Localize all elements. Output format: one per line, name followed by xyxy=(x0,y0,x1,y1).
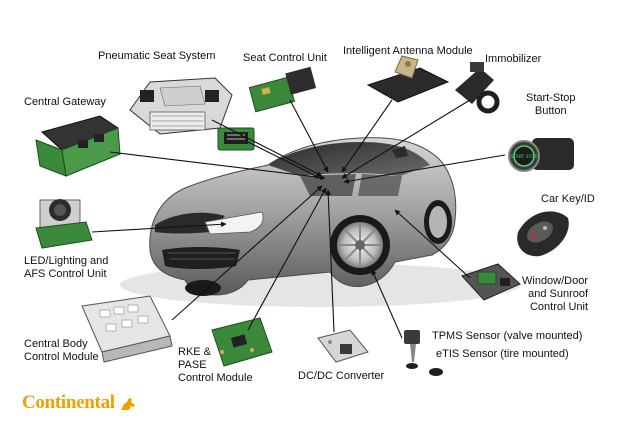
start-stop-button-image: START STOP xyxy=(508,138,574,172)
continental-logo: Continental xyxy=(22,392,137,414)
arrow-central-body xyxy=(171,185,323,321)
arrow-antenna-module xyxy=(341,99,393,173)
arrow-seat-connector xyxy=(247,141,321,179)
brand-text: Continental xyxy=(22,392,115,413)
label-dcdc: DC/DC Converter xyxy=(298,370,385,382)
arrow-immobilizer xyxy=(341,99,471,179)
start-stop-button-text: START STOP xyxy=(510,154,537,160)
seat-control-unit-image xyxy=(248,66,317,113)
label-tpms: TPMS Sensor (valve mounted) xyxy=(432,330,583,342)
led-lighting-unit-image xyxy=(35,199,93,249)
label-led-lighting: LED/Lighting and AFS Control Unit xyxy=(24,255,109,280)
arrow-pneumatic-seat xyxy=(211,119,323,177)
label-central-gateway: Central Gateway xyxy=(24,96,106,108)
label-etis: eTIS Sensor (tire mounted) xyxy=(436,348,569,360)
label-car-key: Car Key/ID xyxy=(541,193,595,205)
arrow-start-stop xyxy=(343,154,506,184)
rke-pase-module-image xyxy=(211,317,273,367)
central-gateway-image xyxy=(35,115,121,177)
label-rke-pase: RKE & PASE Control Module xyxy=(178,346,253,384)
label-central-body: Central Body Control Module xyxy=(24,338,99,363)
antenna-module-image xyxy=(366,55,450,103)
arrow-seat-control-unit xyxy=(289,99,329,173)
window-door-unit-image xyxy=(461,263,521,301)
dcdc-converter-image xyxy=(317,329,369,363)
connection-arrows xyxy=(91,99,506,339)
label-window-door: Window/Door and Sunroof Control Unit xyxy=(522,275,589,313)
label-antenna-module: Intelligent Antenna Module xyxy=(343,45,473,57)
label-seat-control-unit: Seat Control Unit xyxy=(243,52,327,64)
arrow-tpms xyxy=(371,269,403,339)
label-immobilizer: Immobilizer xyxy=(485,53,542,65)
immobilizer-image xyxy=(455,62,500,114)
arrow-rke-pase xyxy=(247,187,327,331)
arrow-dcdc xyxy=(325,189,335,333)
arrow-central-gateway xyxy=(109,151,326,181)
car-key-image xyxy=(517,211,569,257)
label-pneumatic-seat: Pneumatic Seat System xyxy=(98,50,216,62)
central-body-module-image xyxy=(81,295,173,363)
arrow-led-lighting xyxy=(91,221,227,233)
car-illustration xyxy=(120,137,520,307)
tpms-sensor-image xyxy=(404,330,443,376)
pneumatic-seat-image xyxy=(129,77,233,135)
horse-icon xyxy=(121,397,136,410)
label-start-stop: Start-Stop Button xyxy=(526,92,576,117)
arrow-window-door xyxy=(394,209,471,279)
